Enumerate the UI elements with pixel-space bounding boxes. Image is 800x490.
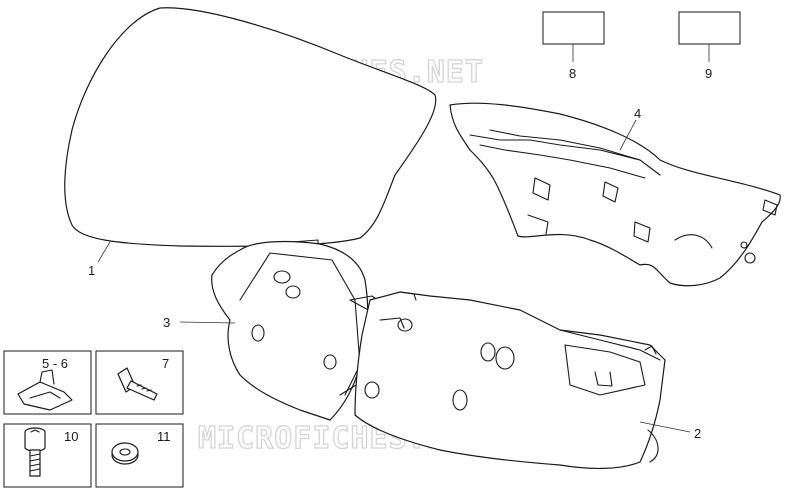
part-4-rear-bracket [449, 102, 781, 287]
part-8-box [542, 11, 605, 45]
callout-11: 11 [157, 429, 171, 444]
callout-7: 7 [162, 356, 169, 371]
callout-leaders [97, 44, 710, 433]
callout-2: 2 [694, 426, 701, 441]
callout-10: 10 [64, 429, 78, 444]
callout-8: 8 [569, 66, 576, 81]
part-3-left-panel [211, 240, 387, 421]
callout-3: 3 [163, 315, 170, 330]
part-9-box [678, 11, 741, 45]
hardware-7-screw: 7 [95, 350, 184, 415]
part-1-windshield [64, 7, 437, 247]
hardware-5-6-clip: 5 - 6 [3, 350, 92, 415]
callout-1: 1 [88, 263, 95, 278]
callout-5-6: 5 - 6 [42, 356, 68, 371]
hardware-10-bolt: 10 [3, 423, 92, 488]
callout-4: 4 [634, 106, 641, 121]
hardware-11-washer: 11 [95, 423, 184, 488]
callout-9: 9 [705, 66, 712, 81]
part-2-front-cover [354, 291, 666, 470]
